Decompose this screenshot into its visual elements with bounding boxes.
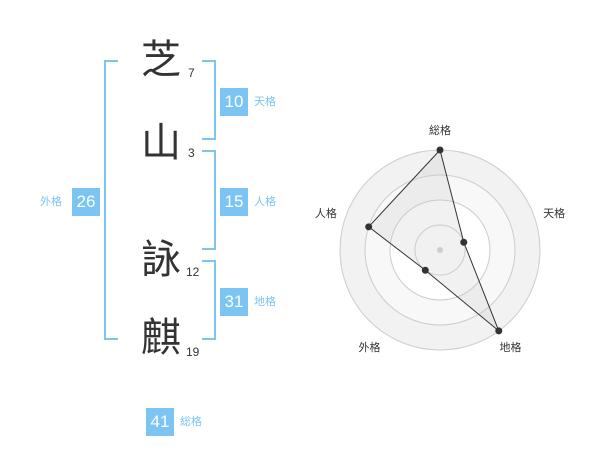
name-char-1: 芝	[141, 37, 181, 83]
chikaku-value: 31	[220, 288, 248, 316]
stroke-count-1: 7	[188, 66, 195, 80]
chikaku-bracket	[202, 260, 216, 340]
jinkaku-label: 人格	[254, 195, 276, 208]
radar-axis-label-5: 人格	[315, 206, 337, 220]
radar-axis-label-3: 地格	[500, 340, 522, 354]
soukaku-label: 総格	[180, 415, 202, 428]
chikaku-label: 地格	[254, 295, 276, 308]
jinkaku-value: 15	[220, 188, 248, 216]
soukaku-value: 41	[146, 408, 174, 436]
radar-center	[437, 247, 443, 253]
gaikaku-bracket	[104, 60, 118, 340]
radar-point-3	[495, 327, 503, 335]
stroke-count-4: 19	[186, 345, 200, 359]
radar-polygon	[367, 148, 500, 332]
radar-axis-label-1: 総格	[429, 123, 451, 137]
stroke-count-2: 3	[188, 146, 195, 160]
gaikaku-value: 26	[72, 188, 100, 216]
radar-point-5	[365, 223, 373, 231]
radar-point-2	[460, 238, 468, 246]
jinkaku-bracket	[202, 150, 216, 250]
tenkaku-bracket	[202, 60, 216, 140]
tenkaku-label: 天格	[254, 95, 276, 108]
radar-point-1	[436, 146, 444, 154]
gaikaku-label: 外格	[40, 195, 62, 208]
name-char-4: 麒	[141, 315, 181, 361]
radar-point-4	[421, 266, 429, 274]
radar-axis-label-4: 外格	[358, 340, 380, 354]
stroke-count-3: 12	[186, 265, 200, 279]
tenkaku-value: 10	[220, 88, 248, 116]
name-char-2: 山	[141, 120, 181, 166]
name-char-3: 詠	[141, 237, 181, 283]
radar-axis-label-2: 天格	[543, 206, 565, 220]
